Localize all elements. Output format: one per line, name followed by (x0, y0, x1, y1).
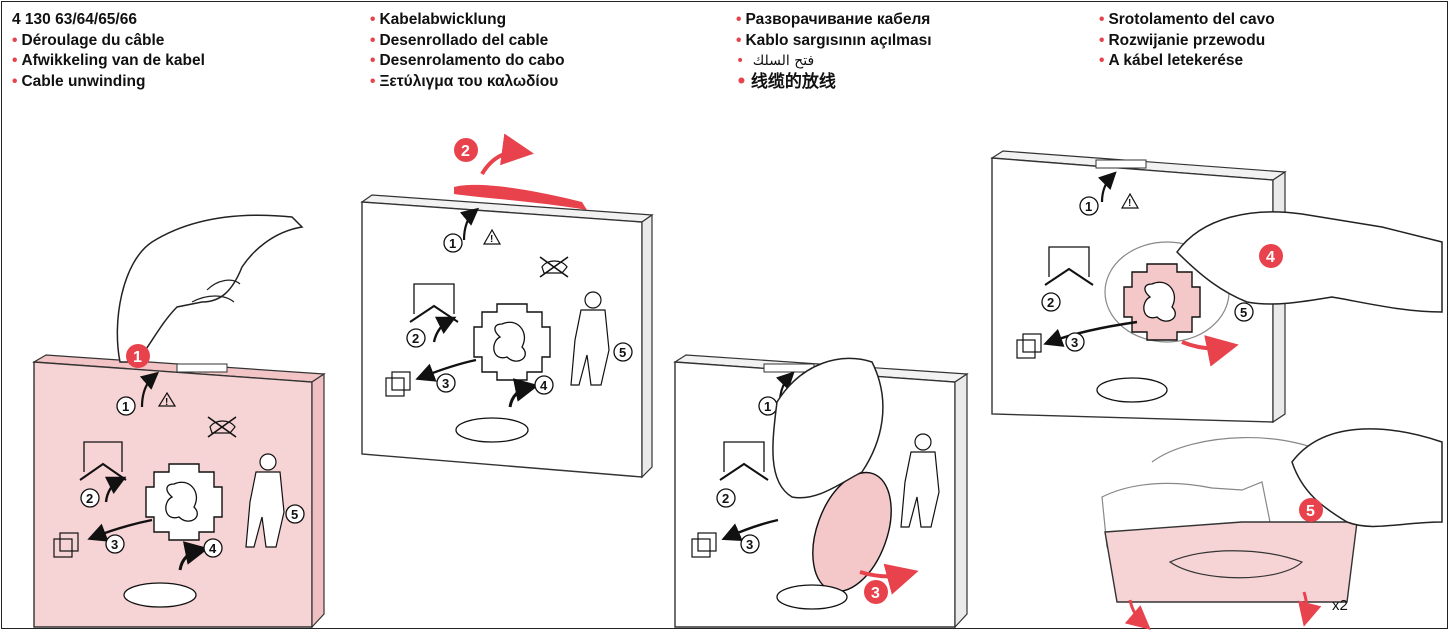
svg-text:1: 1 (449, 236, 456, 251)
hand-illustration (117, 215, 302, 362)
svg-text:5: 5 (619, 345, 626, 360)
step-badge-2-label: 2 (461, 143, 470, 160)
pink-tray (1105, 522, 1357, 602)
panel-1: 1 1 ! 2 (34, 215, 324, 627)
svg-text:1: 1 (122, 399, 129, 414)
panel-4: 1 ! 2 3 4 5 (992, 151, 1442, 422)
svg-text:!: ! (490, 234, 493, 245)
svg-text:4: 4 (540, 378, 548, 393)
cable-coil (124, 583, 196, 607)
panel-5: 5 x2 (1102, 429, 1442, 624)
svg-text:3: 3 (1071, 335, 1078, 350)
mounting-plate (146, 464, 222, 540)
svg-text:!: ! (1128, 198, 1131, 209)
svg-text:!: ! (165, 397, 168, 408)
step-badge-4-label: 4 (1266, 249, 1275, 266)
step-badge-3-label: 3 (871, 585, 880, 602)
svg-text:1: 1 (764, 399, 771, 414)
panel-3: 1 2 3 3 (675, 355, 967, 627)
repeat-x2-label: x2 (1332, 597, 1348, 614)
svg-text:3: 3 (111, 537, 118, 552)
box-side (312, 374, 324, 627)
svg-text:4: 4 (209, 541, 217, 556)
svg-text:2: 2 (412, 331, 419, 346)
tab-slot (177, 364, 227, 372)
step-badge-1-label: 1 (133, 349, 142, 366)
svg-text:2: 2 (722, 491, 729, 506)
svg-text:5: 5 (291, 507, 298, 522)
svg-text:1: 1 (1085, 199, 1092, 214)
svg-text:3: 3 (746, 537, 753, 552)
svg-text:2: 2 (86, 491, 93, 506)
panel-2: 2 1 ! 2 (362, 138, 652, 477)
svg-text:2: 2 (1047, 295, 1054, 310)
svg-text:3: 3 (442, 376, 449, 391)
svg-text:5: 5 (1240, 305, 1247, 320)
step-badge-5-label: 5 (1306, 503, 1315, 520)
